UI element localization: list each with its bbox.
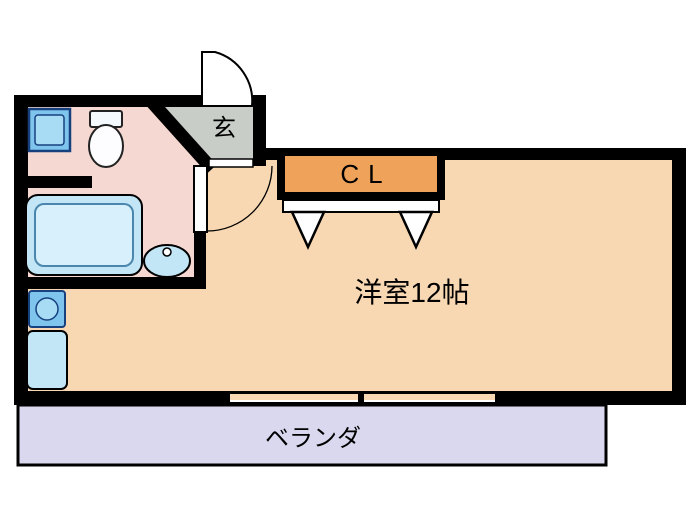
entrance-door-swing-icon — [201, 51, 254, 107]
entrance-step — [208, 158, 254, 168]
wall-bathroom-bottom — [14, 277, 206, 289]
main-room-label: 洋室12帖 — [354, 277, 469, 308]
washbasin-faucet — [162, 247, 172, 257]
washing-machine-drum — [34, 114, 65, 146]
wall-left — [14, 95, 28, 405]
closet — [277, 148, 445, 251]
washing-machine-icon — [27, 107, 72, 153]
washbasin-icon — [143, 244, 191, 278]
bathtub-inner — [34, 203, 134, 267]
closet-fill — [285, 156, 437, 192]
hanger-icon-left — [290, 210, 326, 251]
room-door-swing-arc — [206, 165, 273, 232]
veranda-floor — [16, 403, 608, 467]
entrance-floor — [160, 107, 253, 164]
veranda-label: ベランダ — [265, 425, 361, 452]
wall-entrance-diagonal — [145, 95, 217, 174]
hanger-icon-right — [398, 210, 434, 251]
window-mullion — [358, 391, 364, 405]
toilet-icon — [88, 110, 124, 168]
room-door-leaf-icon — [193, 165, 208, 233]
toilet-bowl — [88, 124, 124, 168]
kitchen-counter-icon — [26, 330, 68, 390]
wall-top-left — [14, 95, 202, 107]
washbasin-bowl — [143, 244, 191, 278]
wall-right — [672, 148, 686, 405]
closet-label: CL — [340, 159, 391, 189]
kitchen-unit — [26, 290, 68, 390]
wall-bottom-right — [495, 391, 686, 405]
entrance-label: 玄 — [212, 115, 236, 142]
closet-rail — [282, 199, 440, 213]
wall-bath-divider — [14, 176, 92, 188]
wall-bottom-left — [14, 391, 230, 405]
bathtub-icon — [25, 194, 143, 276]
kitchen-sink-basin — [35, 297, 59, 321]
wall-bathroom-right — [194, 232, 206, 285]
